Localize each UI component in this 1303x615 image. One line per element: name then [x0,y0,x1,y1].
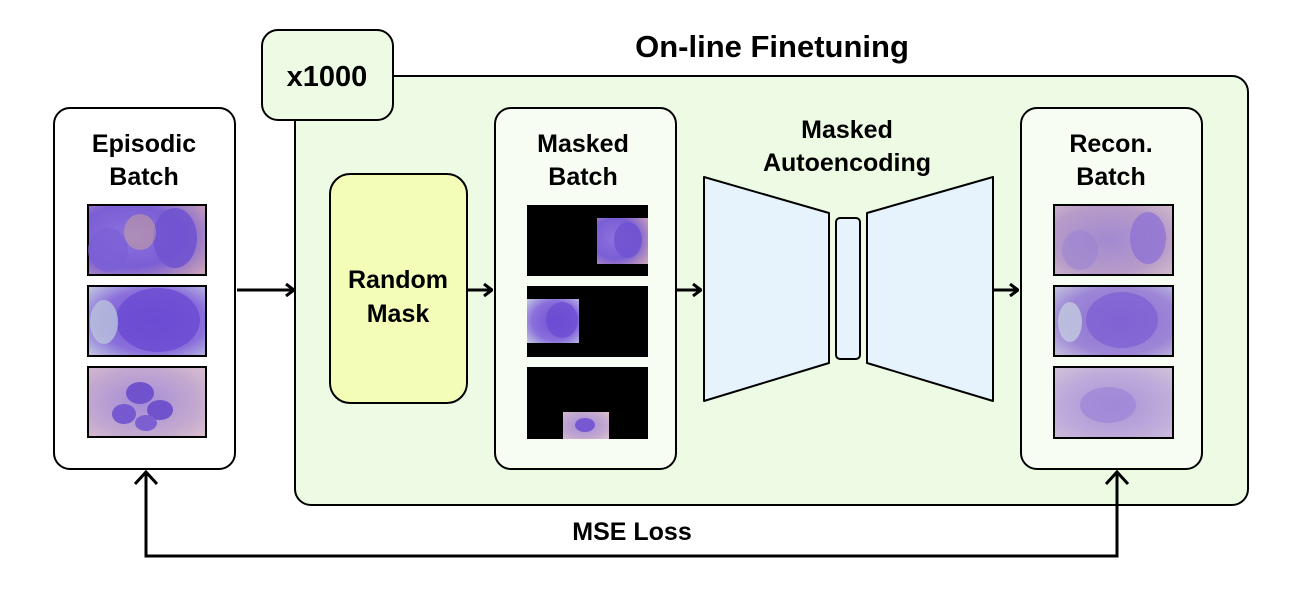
mse-loss-path [133,469,1130,558]
recon-batch-title-line1: Recon. [1069,130,1152,158]
loss-arrowhead-episodic [133,469,159,486]
recon-batch-card: Recon. Batch [1020,107,1203,470]
masked-batch-title-line1: Masked [537,130,629,158]
diagram-title: On-line Finetuning [635,29,909,64]
recon-batch-title-line2: Batch [1076,163,1145,191]
mse-loss-label: MSE Loss [572,518,691,546]
repeat-badge: x1000 [261,29,394,121]
masked-image-1 [527,205,648,276]
episodic-batch-card: Episodic Batch [53,107,236,470]
episodic-image-3 [87,366,207,438]
recon-image-2 [1053,285,1174,357]
masked-batch-card: Masked Batch [494,107,677,470]
encoder-trapezoid [703,176,830,402]
autoencoder-label-line2: Autoencoding [763,149,931,177]
latent-bottleneck [835,217,861,360]
recon-image-3 [1053,366,1174,439]
autoencoder-diagram [703,176,994,402]
masked-image-3 [527,367,648,439]
episodic-image-2 [87,285,207,357]
episodic-image-1 [87,204,207,276]
repeat-badge-label: x1000 [287,61,368,93]
loss-arrowhead-recon [1104,469,1130,486]
episodic-batch-title-line1: Episodic [92,130,196,158]
decoder-trapezoid [866,176,994,402]
random-mask-block: Random Mask [329,173,468,404]
masked-image-2 [527,286,648,357]
random-mask-label-line2: Mask [367,300,430,328]
episodic-batch-title-line2: Batch [109,163,178,191]
masked-batch-title-line2: Batch [548,163,617,191]
autoencoder-label-line1: Masked [801,116,893,144]
recon-image-1 [1053,204,1174,276]
random-mask-label-line1: Random [348,266,448,294]
